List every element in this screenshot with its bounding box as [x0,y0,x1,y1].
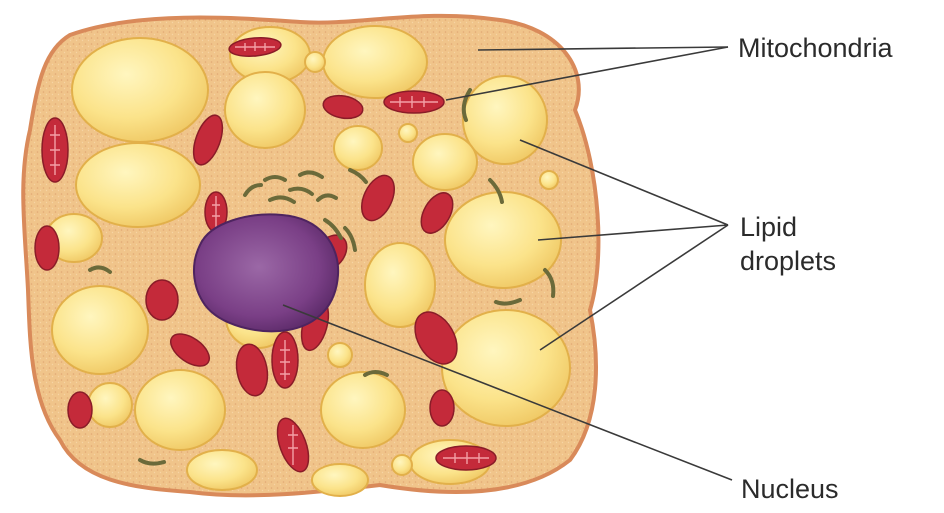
mitochondrion [35,226,59,270]
lipid-droplet [88,383,132,427]
lipid-droplet [72,38,208,142]
label-lipid-droplets: Lipid droplets [740,210,836,278]
lipid-droplet [52,286,148,374]
lipid-droplet [413,134,477,190]
lipid-droplet [225,72,305,148]
mitochondrion [68,392,92,428]
lipid-droplet [305,52,325,72]
label-mitochondria: Mitochondria [738,31,893,65]
lipid-droplet [323,26,427,98]
label-nucleus: Nucleus [741,472,839,506]
lipid-droplet [392,455,412,475]
lipid-droplet [328,343,352,367]
mitochondrion [430,390,454,426]
lipid-droplet [187,450,257,490]
nucleus [194,214,338,331]
lipid-droplet [399,124,417,142]
lipid-droplet [312,464,368,496]
lipid-droplet [321,372,405,448]
mitochondrion [146,280,178,320]
lipid-droplet [76,143,200,227]
label-lipid-line2: droplets [740,244,836,278]
lipid-droplet [334,126,382,170]
lipid-droplet [135,370,225,450]
lipid-droplet [540,171,558,189]
label-lipid-line1: Lipid [740,210,836,244]
